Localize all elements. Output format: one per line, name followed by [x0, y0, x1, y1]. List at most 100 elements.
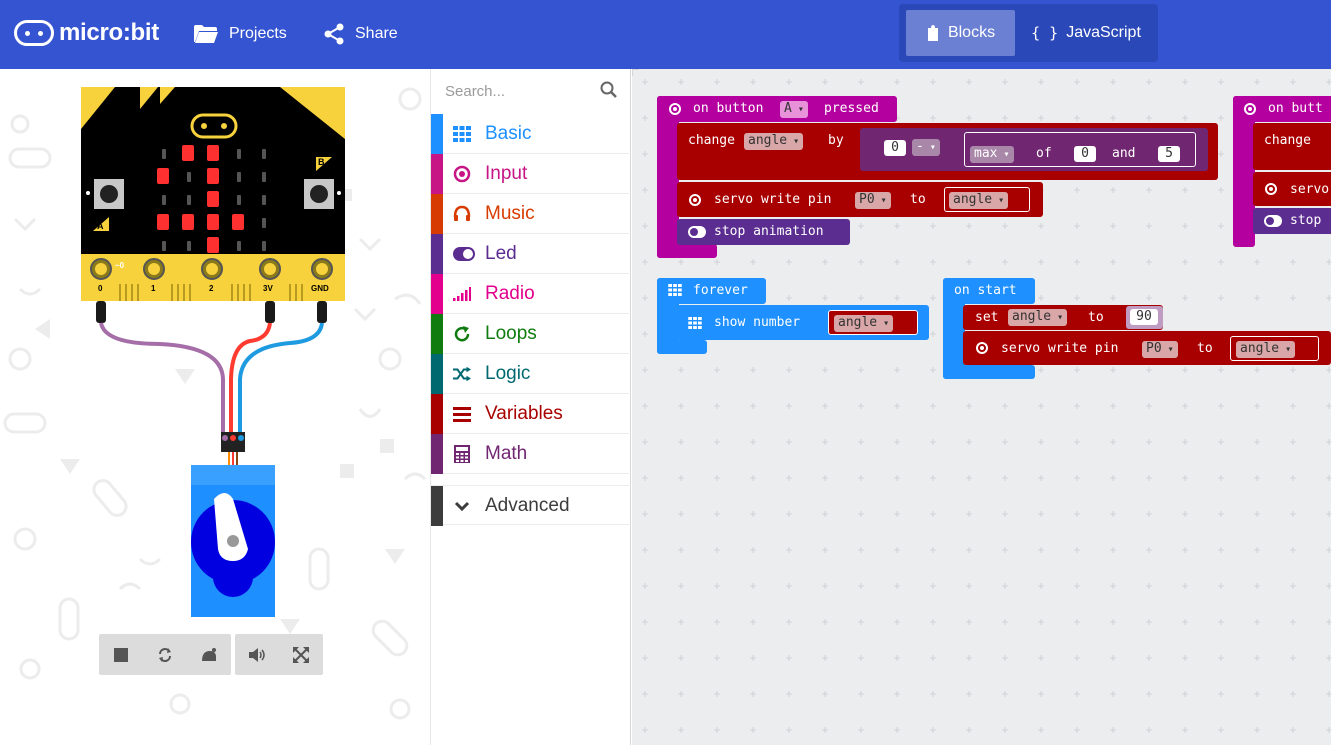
pin-label-0: 0: [98, 284, 103, 293]
category-label: Math: [485, 443, 528, 464]
block-text: stop: [1290, 213, 1322, 228]
toolbox: Basic Input Music Led Radio Loops: [430, 69, 631, 745]
pin-label-2: 2: [209, 284, 214, 293]
block-text: of: [1036, 146, 1052, 161]
grid-icon: [453, 125, 471, 143]
sim-controls-main: [99, 634, 231, 675]
block-text: on start: [954, 283, 1017, 298]
block-text: set: [975, 310, 999, 325]
logo-text: micro:bit: [59, 19, 159, 46]
workspace-grid: [632, 69, 1331, 745]
servo-icon: [1265, 183, 1277, 195]
list-icon: [453, 405, 471, 423]
variable-dropdown[interactable]: angle: [1008, 309, 1068, 326]
microbit-logo[interactable]: micro:bit: [14, 19, 159, 47]
blocks-tab[interactable]: Blocks: [906, 10, 1015, 56]
block-text: and: [1112, 146, 1136, 161]
servo-motor: [191, 465, 275, 617]
simulator-panel: A B ~0 0 1 2 3V GND: [0, 69, 430, 745]
block-text: show number: [714, 315, 801, 330]
advanced-label: Advanced: [485, 495, 570, 516]
restart-icon[interactable]: [150, 640, 180, 670]
grid-icon: [668, 284, 682, 296]
folder-icon: [194, 25, 218, 43]
block-text: on butt: [1268, 101, 1323, 116]
toggle-icon: [1264, 215, 1282, 227]
button-b-label: B: [318, 157, 325, 167]
servo-icon: [976, 342, 988, 354]
category-radio[interactable]: Radio: [431, 274, 631, 314]
category-led[interactable]: Led: [431, 234, 631, 274]
number-input[interactable]: 0: [884, 140, 906, 156]
block-text: by: [828, 133, 844, 148]
variable-dropdown[interactable]: angle: [1236, 341, 1296, 358]
pin-label-1: 1: [151, 284, 156, 293]
category-logic[interactable]: Logic: [431, 354, 631, 394]
blocks-workspace[interactable]: on button A pressed change angle by 0 - …: [632, 69, 1331, 745]
button-dropdown[interactable]: A: [780, 101, 808, 118]
headphones-icon: [453, 205, 471, 223]
block-text: change: [688, 133, 735, 148]
block-text: pressed: [824, 101, 879, 116]
category-advanced[interactable]: Advanced: [431, 485, 631, 526]
pin-dropdown[interactable]: P0: [855, 192, 891, 209]
variable-dropdown[interactable]: angle: [834, 315, 894, 332]
servo-wires: [99, 322, 324, 436]
grid-icon: [688, 317, 702, 329]
toggle-icon: [688, 226, 706, 238]
servo-icon: [689, 194, 701, 206]
button-a-label: A: [97, 221, 104, 231]
pin-label-3v: 3V: [263, 284, 273, 293]
category-label: Led: [485, 243, 517, 264]
share-label: Share: [355, 25, 398, 42]
number-input[interactable]: 5: [1158, 146, 1180, 162]
operator-dropdown[interactable]: -: [912, 139, 940, 156]
category-variables[interactable]: Variables: [431, 394, 631, 434]
share-button[interactable]: Share: [323, 18, 398, 50]
search-input[interactable]: [445, 79, 595, 103]
share-icon: [324, 23, 344, 45]
function-dropdown[interactable]: max: [970, 146, 1014, 163]
puzzle-icon: [927, 25, 938, 41]
block-text: to: [910, 192, 926, 207]
fullscreen-icon[interactable]: [286, 640, 316, 670]
shuffle-icon: [453, 365, 471, 383]
projects-button[interactable]: Projects: [193, 18, 287, 50]
projects-label: Projects: [229, 25, 287, 42]
blocks-label: Blocks: [947, 24, 996, 41]
number-input[interactable]: 90: [1130, 309, 1158, 325]
category-label: Input: [485, 163, 528, 184]
calculator-icon: [453, 445, 471, 463]
category-input[interactable]: Input: [431, 154, 631, 194]
block-text: stop animation: [714, 224, 824, 239]
pin0-mark: ~0: [115, 261, 125, 270]
number-input[interactable]: 0: [1074, 146, 1096, 162]
category-basic[interactable]: Basic: [431, 114, 631, 154]
category-label: Basic: [485, 123, 532, 144]
braces-icon: { }: [1031, 24, 1059, 42]
category-loops[interactable]: Loops: [431, 314, 631, 354]
javascript-label: JavaScript: [1066, 24, 1141, 41]
block-text: to: [1088, 310, 1104, 325]
pin-dropdown[interactable]: P0: [1142, 341, 1178, 358]
input-icon: [453, 165, 471, 183]
variable-dropdown[interactable]: angle: [949, 192, 1009, 209]
mute-icon[interactable]: [242, 640, 272, 670]
microbit-logo-icon: [14, 20, 54, 46]
stop-icon[interactable]: [106, 640, 136, 670]
pin-clips: [96, 301, 327, 323]
top-menu-bar: micro:bit Projects Share Blocks { } Java…: [0, 0, 1331, 69]
variable-dropdown[interactable]: angle: [744, 133, 804, 150]
category-math[interactable]: Math: [431, 434, 631, 474]
sim-controls-extra: [235, 634, 323, 675]
slowmo-icon[interactable]: [194, 640, 224, 670]
javascript-tab[interactable]: { } JavaScript: [1023, 10, 1149, 56]
servo-connector: [221, 432, 245, 466]
block-text: servo write pin: [714, 192, 832, 207]
block-text: forever: [693, 283, 748, 298]
chevron-down-icon: [453, 497, 471, 515]
block-text: servo write pin: [1001, 341, 1119, 356]
search-icon[interactable]: [600, 81, 618, 99]
block-text: change: [1264, 133, 1311, 148]
category-music[interactable]: Music: [431, 194, 631, 234]
